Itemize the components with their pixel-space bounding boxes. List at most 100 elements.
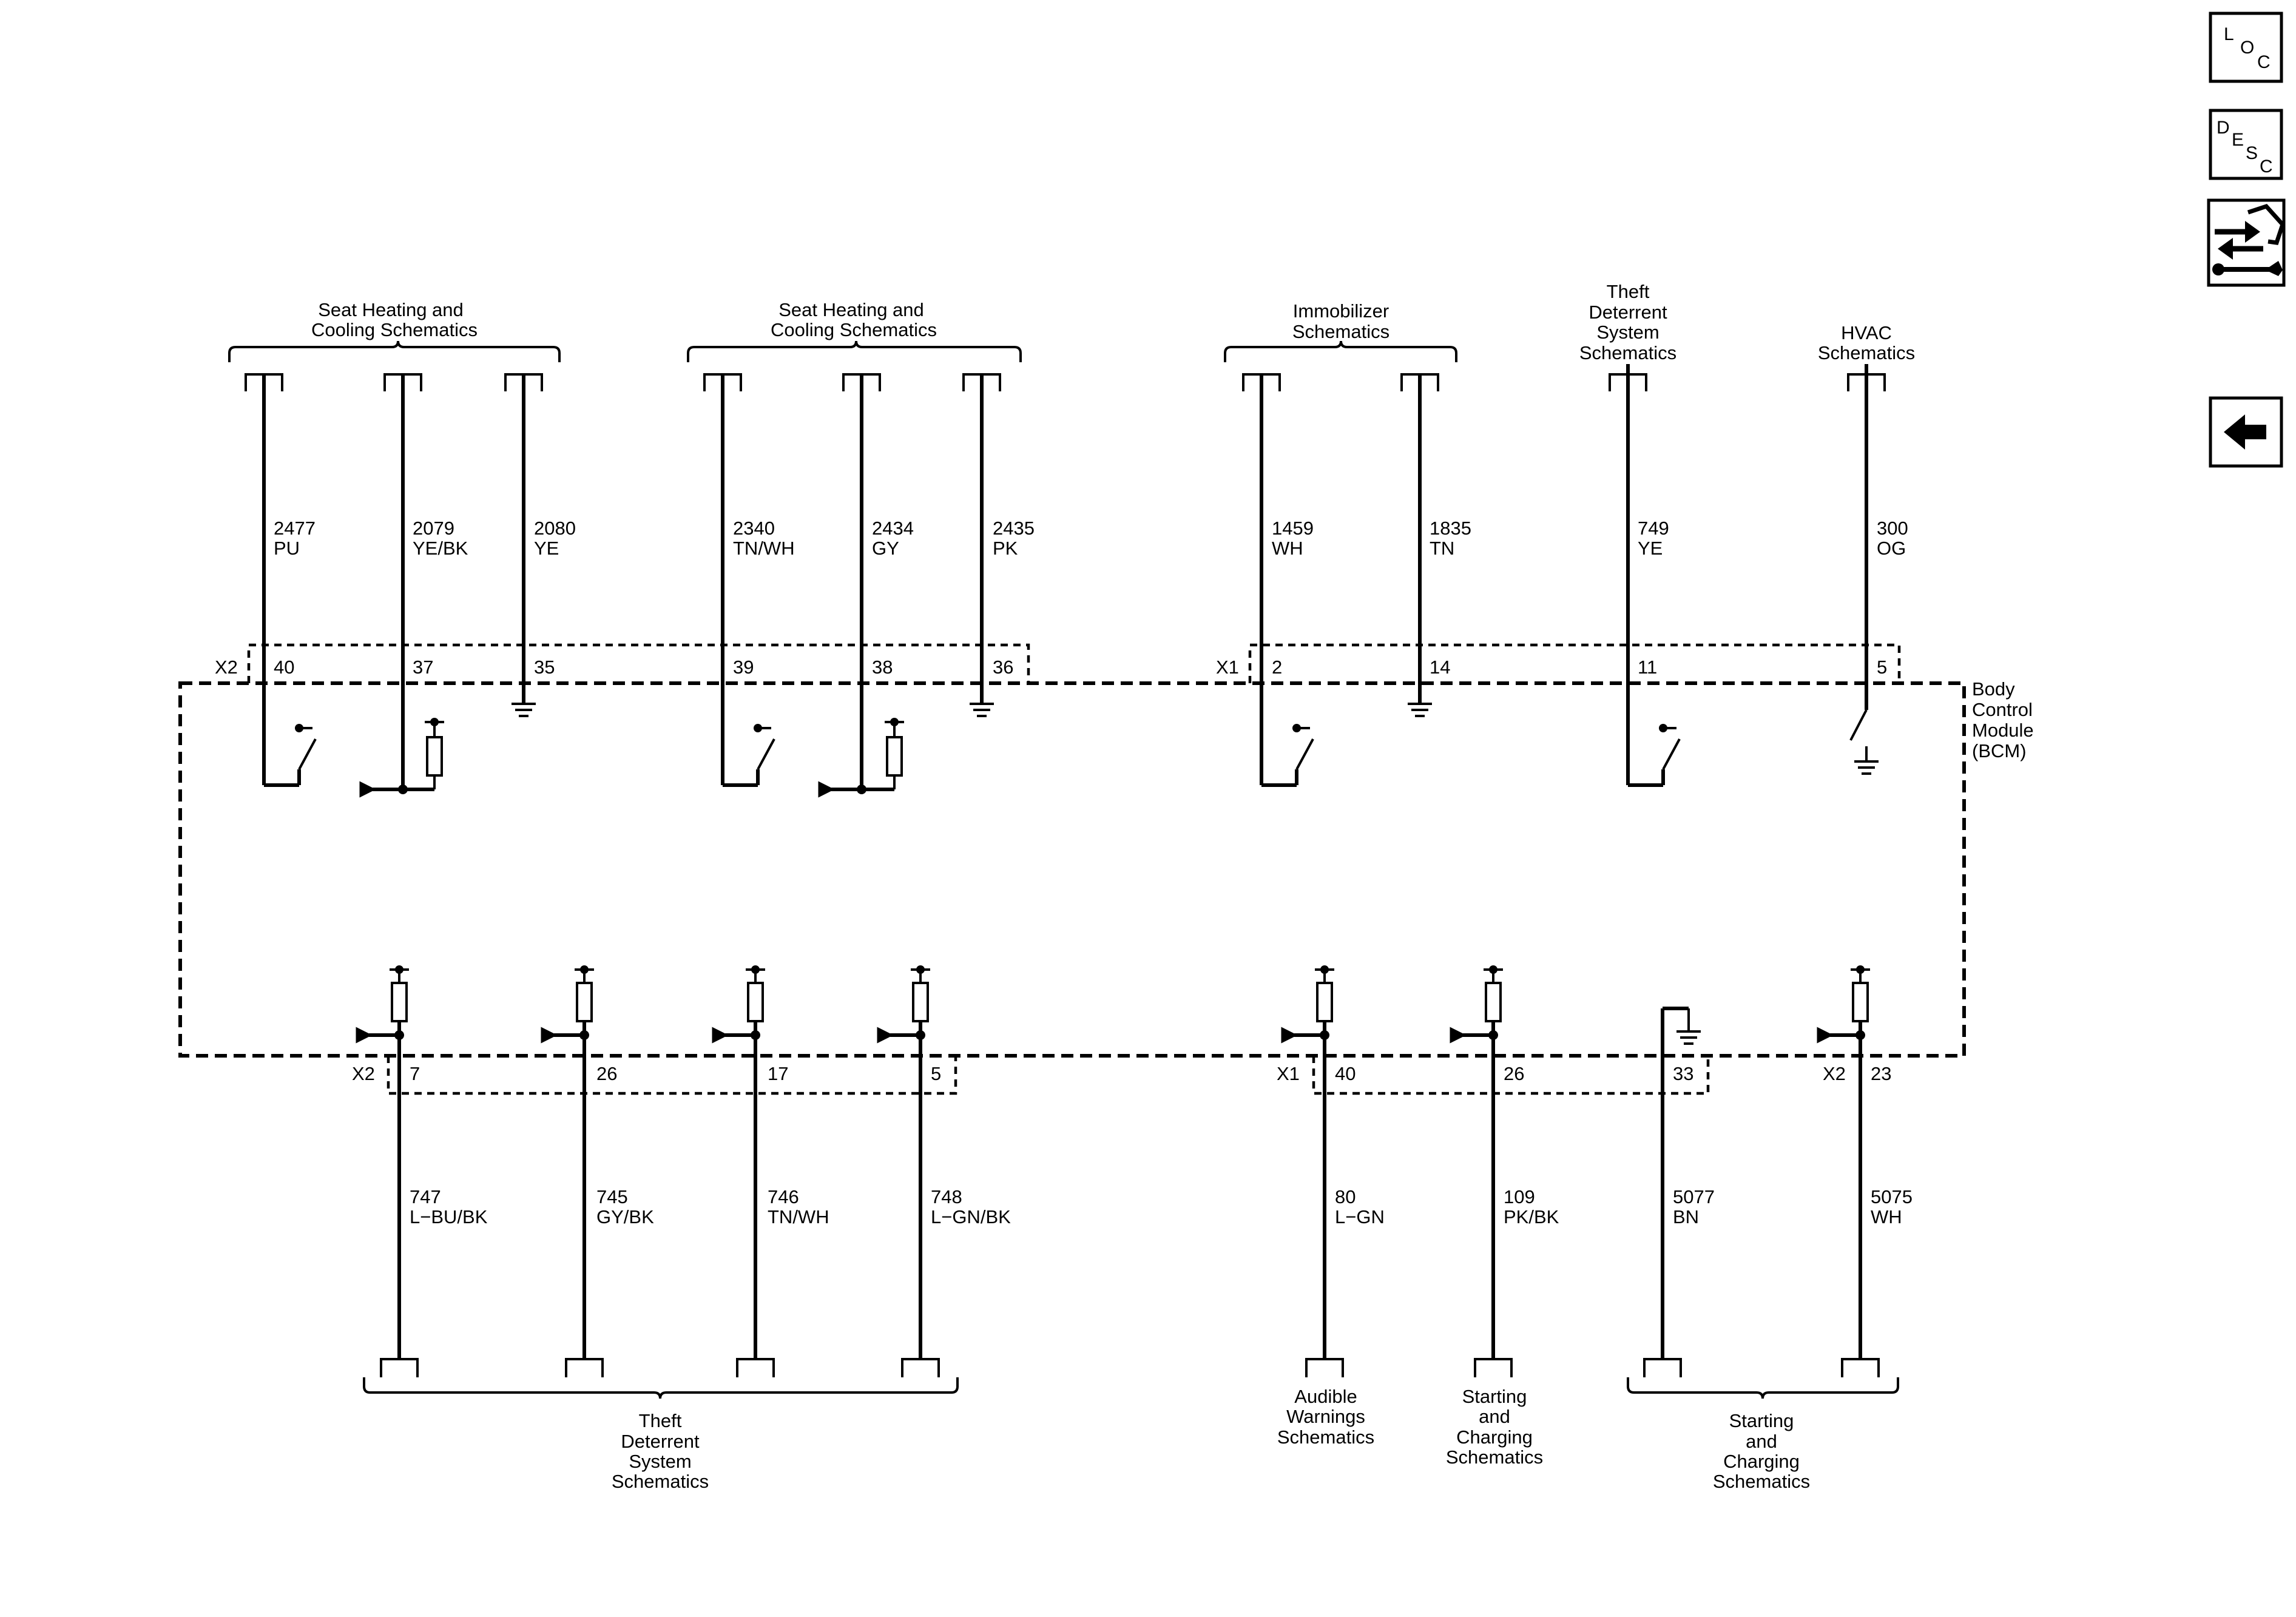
header-brace bbox=[363, 1377, 959, 1399]
header-line: Charging bbox=[1723, 1451, 1800, 1472]
pin-number: 38 bbox=[872, 657, 893, 678]
pin-number: 14 bbox=[1430, 657, 1450, 678]
circuit-number: 747 bbox=[410, 1186, 441, 1207]
header-line: Deterrent bbox=[621, 1431, 700, 1452]
top-wire-300: 300 OG 5 bbox=[1847, 364, 1908, 775]
desc-button[interactable]: D E S C bbox=[2209, 109, 2283, 180]
wire-color: TN/WH bbox=[733, 538, 795, 559]
header-line: Theft bbox=[1607, 281, 1650, 302]
bottom-wire-748: 5 748 L−GN/BK bbox=[877, 965, 1011, 1377]
pin-number: 2 bbox=[1272, 657, 1282, 678]
circuit-number: 2080 bbox=[534, 518, 576, 539]
header-line: System bbox=[629, 1451, 691, 1472]
header-line: Schematics bbox=[1713, 1471, 1810, 1492]
header-line: Deterrent bbox=[1589, 302, 1667, 323]
header-line: and bbox=[1479, 1406, 1510, 1427]
desc-letter: E bbox=[2232, 130, 2244, 150]
top-wire-749: 749 YE 11 bbox=[1609, 364, 1681, 787]
pin-number: 5 bbox=[931, 1063, 941, 1084]
circuit-number: 745 bbox=[596, 1186, 628, 1207]
wire-color: WH bbox=[1272, 538, 1303, 559]
header-line: Audible bbox=[1294, 1386, 1357, 1407]
circuit-number: 5077 bbox=[1673, 1186, 1715, 1207]
connector-x2-bottom-right-label: X2 bbox=[1823, 1063, 1846, 1084]
top-wire-2434: 2434 GY 38 bbox=[818, 373, 914, 798]
bcm-name-line: (BCM) bbox=[1972, 740, 2027, 761]
header-brace bbox=[687, 340, 1022, 362]
header-line: Schematics bbox=[1818, 342, 1915, 363]
header-line: HVAC bbox=[1841, 322, 1892, 343]
back-button[interactable] bbox=[2209, 396, 2283, 468]
circuit-number: 2477 bbox=[274, 518, 316, 539]
wire-color: GY/BK bbox=[596, 1206, 654, 1227]
circuit-number: 749 bbox=[1638, 518, 1669, 539]
wire-color: YE/BK bbox=[413, 538, 468, 559]
circuit-number: 80 bbox=[1335, 1186, 1356, 1207]
connector-repair-icon[interactable] bbox=[2207, 198, 2286, 287]
pin-number: 26 bbox=[596, 1063, 617, 1084]
top-wire-2340: 2340 TN/WH 39 bbox=[703, 373, 795, 787]
wire-color: YE bbox=[1638, 538, 1663, 559]
wire-color: TN/WH bbox=[768, 1206, 829, 1227]
top-wire-2080: 2080 YE 35 bbox=[504, 373, 576, 717]
pin-number: 5 bbox=[1877, 657, 1887, 678]
back-arrow-icon bbox=[2224, 414, 2266, 450]
desc-letter: C bbox=[2260, 157, 2273, 177]
header-line: Starting bbox=[1729, 1410, 1794, 1431]
circuit-number: 2434 bbox=[872, 518, 914, 539]
circuit-number: 1835 bbox=[1430, 518, 1471, 539]
circuit-number: 300 bbox=[1877, 518, 1908, 539]
top-wire-2435: 2435 PK 36 bbox=[962, 373, 1035, 717]
pin-number: 35 bbox=[534, 657, 555, 678]
header-line: Seat Heating and bbox=[318, 299, 464, 320]
pin-number: 33 bbox=[1673, 1063, 1693, 1084]
loc-letter: C bbox=[2257, 52, 2271, 72]
header-line: Schematics bbox=[1579, 342, 1676, 363]
desc-letter: S bbox=[2246, 143, 2258, 163]
header-line: Immobilizer bbox=[1293, 300, 1389, 322]
wire-color: PK/BK bbox=[1504, 1206, 1559, 1227]
circuit-number: 1459 bbox=[1272, 518, 1314, 539]
bcm-name-line: Control bbox=[1972, 699, 2033, 720]
connector-x2-top-label: X2 bbox=[215, 657, 238, 678]
header-brace bbox=[1224, 340, 1457, 362]
connector-x1-top bbox=[1248, 643, 1901, 683]
header-brace bbox=[1627, 1377, 1899, 1399]
bottom-wire-5075: 23 5075 WH bbox=[1817, 965, 1913, 1377]
pin-number: 40 bbox=[1335, 1063, 1356, 1084]
pin-number: 40 bbox=[274, 657, 294, 678]
bottom-wire-746: 17 746 TN/WH bbox=[712, 965, 829, 1377]
circuit-number: 2079 bbox=[413, 518, 454, 539]
connector-x2-bottom-left-label: X2 bbox=[352, 1063, 375, 1084]
header-line: Cooling Schematics bbox=[311, 319, 478, 340]
wire-color: L−GN bbox=[1335, 1206, 1385, 1227]
circuit-number: 746 bbox=[768, 1186, 799, 1207]
pin-number: 36 bbox=[993, 657, 1013, 678]
header-line: Schematics bbox=[1292, 321, 1389, 342]
wire-color: L−GN/BK bbox=[931, 1206, 1011, 1227]
connector-x2-top bbox=[247, 643, 1030, 683]
header-line: Starting bbox=[1462, 1386, 1527, 1407]
loc-letter: O bbox=[2240, 38, 2254, 58]
connector-x1-top-label: X1 bbox=[1216, 657, 1239, 678]
header-brace bbox=[228, 340, 561, 362]
pin-number: 17 bbox=[768, 1063, 788, 1084]
desc-letter: D bbox=[2217, 118, 2230, 138]
wire-color: YE bbox=[534, 538, 559, 559]
top-wire-2477: 2477 PU 40 bbox=[245, 373, 317, 787]
header-line: Warnings bbox=[1286, 1406, 1365, 1427]
pin-number: 11 bbox=[1638, 657, 1657, 678]
loc-button[interactable]: L O C bbox=[2209, 12, 2283, 83]
bottom-wire-80: 40 80 L−GN bbox=[1281, 965, 1385, 1377]
bcm-name-line: Module bbox=[1972, 720, 2034, 741]
top-wire-1459: 1459 WH 2 bbox=[1242, 373, 1314, 787]
wire-color: L−BU/BK bbox=[410, 1206, 488, 1227]
header-line: Seat Heating and bbox=[778, 299, 924, 320]
header-line: Cooling Schematics bbox=[771, 319, 937, 340]
connector-x1-bottom-label: X1 bbox=[1277, 1063, 1300, 1084]
header-line: Charging bbox=[1456, 1426, 1533, 1448]
circuit-number: 2435 bbox=[993, 518, 1035, 539]
header-line: System bbox=[1596, 322, 1659, 343]
wire-color: PU bbox=[274, 538, 300, 559]
header-line: Schematics bbox=[612, 1471, 709, 1492]
